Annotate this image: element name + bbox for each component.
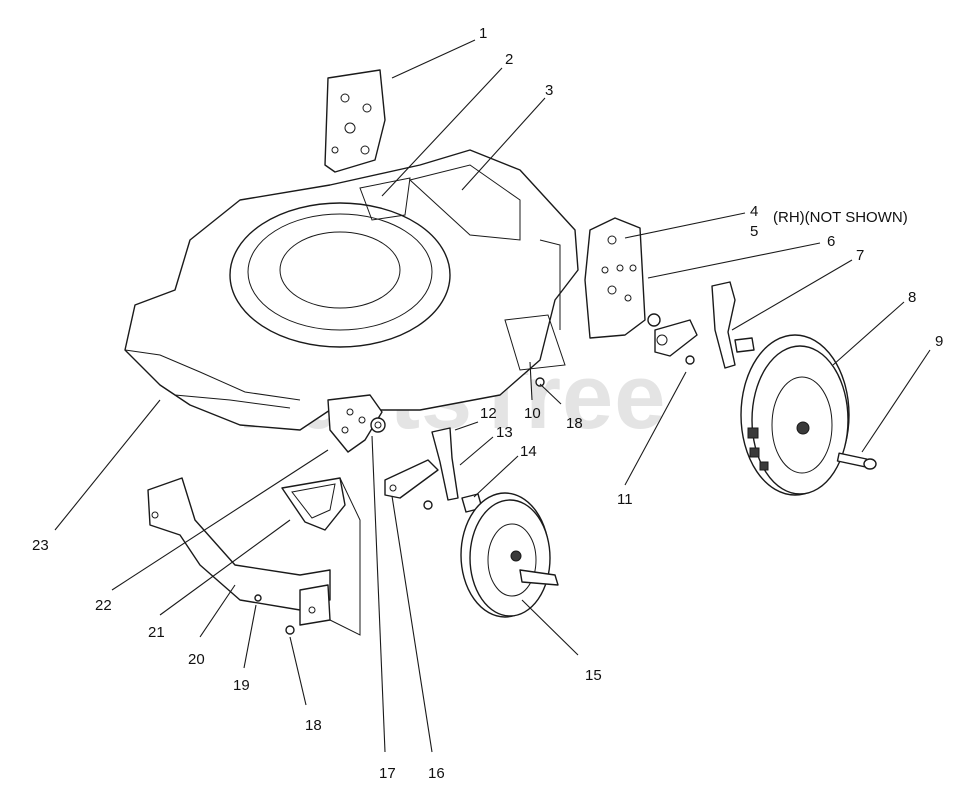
callouts: 1 2 3 4 5 6 7 8 9 10 11 12 13 14 18 23 2…	[32, 25, 943, 782]
callout-17: 17	[379, 765, 396, 782]
callout-3: 3	[545, 82, 553, 99]
callout-15: 15	[585, 667, 602, 684]
callout-13: 13	[496, 424, 513, 441]
callout-22: 22	[95, 597, 112, 614]
right-axle-parts	[647, 281, 755, 369]
callout-5: 5	[750, 223, 758, 240]
nut-18-lower	[285, 625, 295, 635]
callout-11: 11	[617, 491, 633, 508]
rh-not-shown-note: (RH)(NOT SHOWN)	[773, 209, 908, 226]
side-bracket	[584, 217, 646, 339]
callout-21: 21	[148, 624, 165, 641]
callout-7: 7	[856, 247, 864, 264]
front-axle-bracket	[327, 394, 386, 453]
hopper	[281, 477, 361, 636]
callout-12: 12	[480, 405, 497, 422]
callout-8: 8	[908, 289, 916, 306]
front-axle-arm	[384, 427, 483, 513]
callout-14: 14	[520, 443, 537, 460]
screw-19	[254, 594, 262, 602]
callout-19: 19	[233, 677, 250, 694]
callout-18-upper: 18	[566, 415, 583, 432]
height-adjuster-bracket	[324, 69, 386, 173]
callout-18-lower: 18	[305, 717, 322, 734]
wheel-bolt	[836, 452, 877, 470]
callout-20: 20	[188, 651, 205, 668]
callout-4: 4	[750, 203, 758, 220]
callout-16: 16	[428, 765, 445, 782]
callout-6: 6	[827, 233, 835, 250]
rear-flap	[147, 477, 331, 626]
nut-18-upper	[535, 377, 545, 387]
leader-lines	[54, 39, 931, 753]
callout-10: 10	[524, 405, 541, 422]
callout-23: 23	[32, 537, 49, 554]
mower-deck-housing	[124, 149, 579, 431]
callout-2: 2	[505, 51, 513, 68]
callout-1: 1	[479, 25, 487, 42]
front-wheel	[460, 492, 559, 618]
rear-wheel	[740, 334, 850, 496]
callout-9: 9	[935, 333, 943, 350]
